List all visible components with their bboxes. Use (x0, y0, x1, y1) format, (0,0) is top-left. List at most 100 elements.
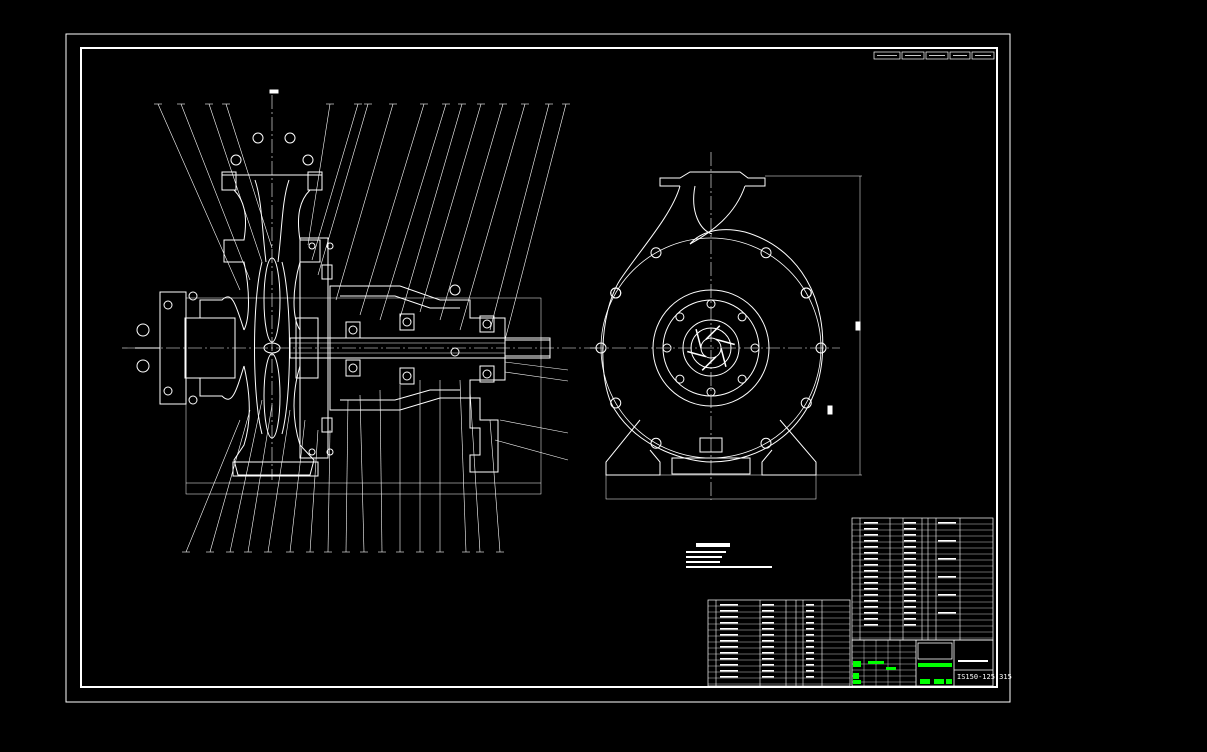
cover-bolt (308, 242, 316, 250)
bom-cell-text (938, 612, 956, 614)
leader-line-right (494, 439, 569, 461)
bom-cell-text (904, 558, 916, 560)
bom-cell-text (864, 552, 878, 554)
view-marker (269, 89, 279, 94)
casing-cover (299, 237, 329, 459)
ball-bearing (345, 321, 361, 339)
title-block-frame (851, 639, 994, 687)
bom-cell-text (806, 670, 814, 672)
bom-cell-text (806, 664, 814, 666)
bom-cell-text (904, 612, 916, 614)
header-tag-box (971, 51, 995, 60)
ball-bearing (479, 315, 495, 333)
header-tag-box (873, 51, 901, 60)
bearing-ball (482, 369, 492, 379)
leader-line-right (504, 361, 569, 371)
bom-cell-text (762, 610, 774, 612)
bom-lower-frame (707, 599, 851, 687)
title-block-accent (868, 661, 884, 664)
casing-bolt (760, 247, 772, 259)
title-block-accent (920, 679, 930, 684)
bom-cell-text (904, 576, 916, 578)
bom-cell-text (904, 546, 916, 548)
suction-bolt-detail (136, 359, 150, 373)
leader-line-top (419, 103, 482, 313)
bom-cell-text (864, 594, 878, 596)
cover-bolt (737, 374, 747, 384)
title-block-accent (886, 667, 896, 670)
bom-cell-text (904, 528, 916, 530)
casing-bolt (800, 397, 812, 409)
leader-line-top (359, 103, 425, 316)
cover-bolt (706, 387, 716, 397)
leader-line-right (499, 419, 569, 434)
bom-cell-text (806, 658, 814, 660)
bom-cell-text (720, 658, 738, 660)
bom-cell-text (762, 616, 774, 618)
bom-cell-text (720, 622, 738, 624)
cover-bolt (662, 343, 672, 353)
bom-cell-text (762, 652, 774, 654)
title-block-accent (853, 673, 859, 679)
bom-cell-text (864, 570, 878, 572)
bom-cell-text (806, 628, 814, 630)
title-block-accent (934, 679, 944, 684)
bom-cell-text (720, 664, 738, 666)
bom-cell-text (864, 528, 878, 530)
bom-cell-text (762, 676, 774, 678)
impeller-vane (705, 325, 721, 340)
cover-bolt (675, 312, 685, 322)
cover-bolt (750, 343, 760, 353)
title-block-name-cell (917, 642, 953, 660)
impeller-vane (687, 350, 707, 358)
bom-cell-text (762, 640, 774, 642)
bom-cell-text (720, 634, 738, 636)
impeller-vane (720, 347, 727, 367)
leader-line-bottom (379, 389, 383, 553)
discharge-inner (693, 185, 713, 235)
bom-cell-text (904, 522, 916, 524)
bom-cell-text (762, 664, 774, 666)
leader-line-bottom (469, 389, 481, 553)
bom-cell-text (806, 640, 814, 642)
cover-bolt (326, 242, 334, 250)
bom-cell-text (762, 658, 774, 660)
bom-cell-text (864, 600, 878, 602)
bom-cell-text (762, 634, 774, 636)
bom-cell-text (762, 646, 774, 648)
base-dimension-box (605, 474, 817, 500)
technical-requirements-note (686, 543, 772, 568)
title-block-accent (853, 661, 861, 667)
leader-line-bottom (185, 419, 241, 553)
casing-bolt (595, 342, 607, 354)
casing-bolt (610, 397, 622, 409)
bom-cell-text (904, 570, 916, 572)
title-block-accent (946, 679, 952, 684)
impeller-hub (263, 342, 281, 354)
leader-line-top (399, 103, 463, 319)
bom-cell-text (864, 522, 878, 524)
bom-cell-text (864, 606, 878, 608)
bom-cell-text (904, 624, 916, 626)
bom-cell-text (864, 588, 878, 590)
bom-cell-text (806, 646, 814, 648)
bom-cell-text (806, 634, 814, 636)
casing-cover-ring (652, 289, 770, 407)
bom-cell-text (864, 564, 878, 566)
bom-cell-text (864, 582, 878, 584)
casing-bolt (610, 287, 622, 299)
mechanical-seal (295, 317, 319, 379)
bracket-inner-wall (340, 295, 460, 401)
leader-line-top (317, 103, 369, 276)
bom-cell-text (904, 594, 916, 596)
bom-cell-text (762, 604, 774, 606)
leader-line-bottom (489, 419, 501, 553)
bom-cell-text (720, 652, 738, 654)
bom-cell-text (904, 606, 916, 608)
bom-cell-text (938, 594, 956, 596)
note-line (686, 551, 726, 553)
impeller-shroud-upper (263, 257, 281, 343)
bearing-ball (402, 371, 412, 381)
leader-line-bottom (345, 399, 349, 553)
